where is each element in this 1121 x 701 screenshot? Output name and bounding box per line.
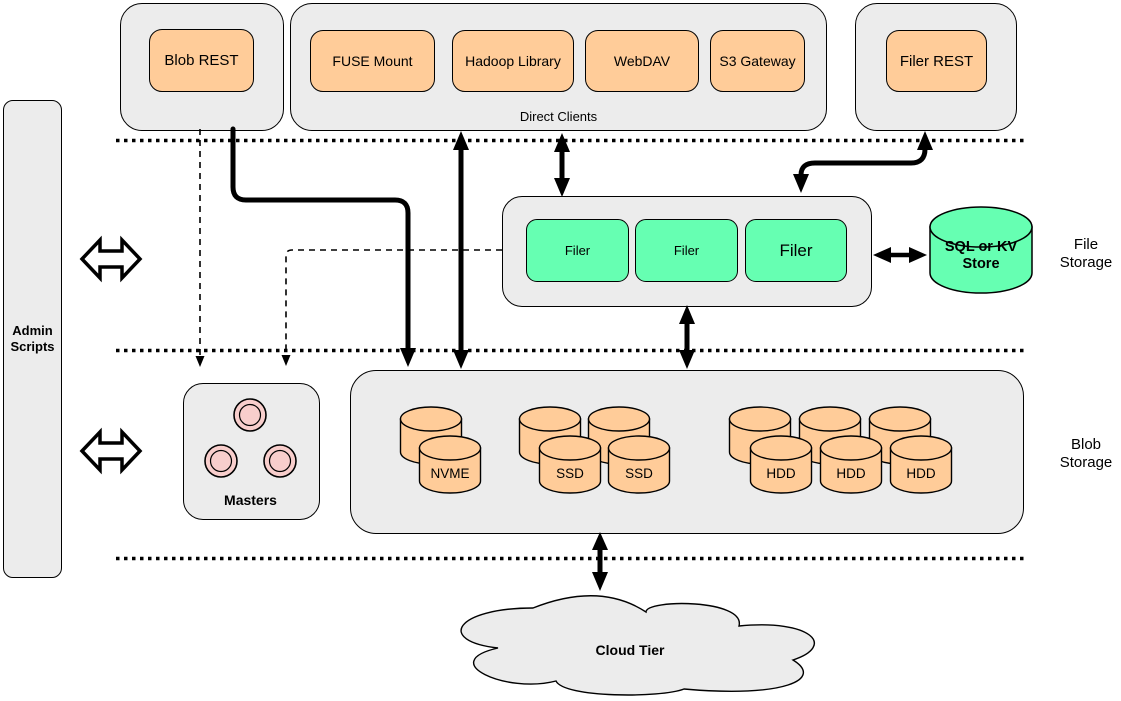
arrow-clients-filers [554, 133, 570, 197]
filer-label-3: Filer [779, 240, 813, 260]
admin-blob-storage-arrow [79, 427, 143, 475]
arrow-blobrest-to-volumes [230, 126, 416, 367]
masters-label: Masters [224, 492, 277, 508]
hdd-cylinder-label-2: HDD [836, 466, 866, 481]
filer-rest-label: Filer REST [899, 52, 974, 70]
blob-rest-label: Blob REST [164, 52, 239, 69]
s3-gateway-label: S3 Gateway [719, 53, 796, 69]
hdd-cylinder-label-3: HDD [906, 466, 936, 481]
file-storage-layer-label: File Storage [1059, 236, 1113, 271]
admin-file-storage-arrow [79, 235, 143, 283]
ssd-cylinder-label-1: SSD [556, 466, 584, 481]
arrow-clients-volumes [453, 131, 469, 369]
s3-gateway-node: S3 Gateway [710, 30, 805, 92]
fuse-mount-label: FUSE Mount [332, 53, 413, 69]
fuse-mount-node: FUSE Mount [310, 30, 435, 92]
arrow-volumes-cloud [592, 532, 608, 591]
filer-node-3: Filer [745, 219, 847, 282]
blob-storage-layer-label: Blob Storage [1059, 436, 1113, 471]
arrow-filerrest-filers [793, 131, 933, 193]
webdav-label: WebDAV [613, 53, 671, 69]
cloud-tier-label: Cloud Tier [595, 642, 665, 658]
volume-servers-container [350, 370, 1024, 534]
webdav-node: WebDAV [585, 30, 699, 92]
hdd-cylinder-label-1: HDD [766, 466, 796, 481]
arrow-filers-store [873, 247, 927, 263]
admin-scripts-box: Admin Scripts [3, 100, 62, 578]
arrow-blobrest-to-masters [195, 129, 205, 367]
direct-clients-caption: Direct Clients [519, 109, 598, 124]
filer-label-1: Filer [564, 243, 591, 258]
hadoop-library-label: Hadoop Library [465, 53, 561, 69]
ssd-cylinder-label-2: SSD [625, 466, 653, 481]
nvme-cylinder-label: NVME [430, 466, 470, 481]
filer-rest-node: Filer REST [886, 30, 987, 92]
blob-rest-node: Blob REST [149, 29, 254, 92]
admin-scripts-label: Admin Scripts [10, 323, 55, 354]
sql-kv-store-label: SQL or KV Store [944, 239, 1018, 272]
filer-node-2: Filer [635, 219, 738, 282]
arrow-filers-volumes [679, 305, 695, 369]
filer-node-1: Filer [526, 219, 629, 282]
filer-label-2: Filer [673, 243, 700, 258]
arrow-filers-to-masters [281, 249, 502, 366]
hadoop-library-node: Hadoop Library [452, 30, 574, 92]
